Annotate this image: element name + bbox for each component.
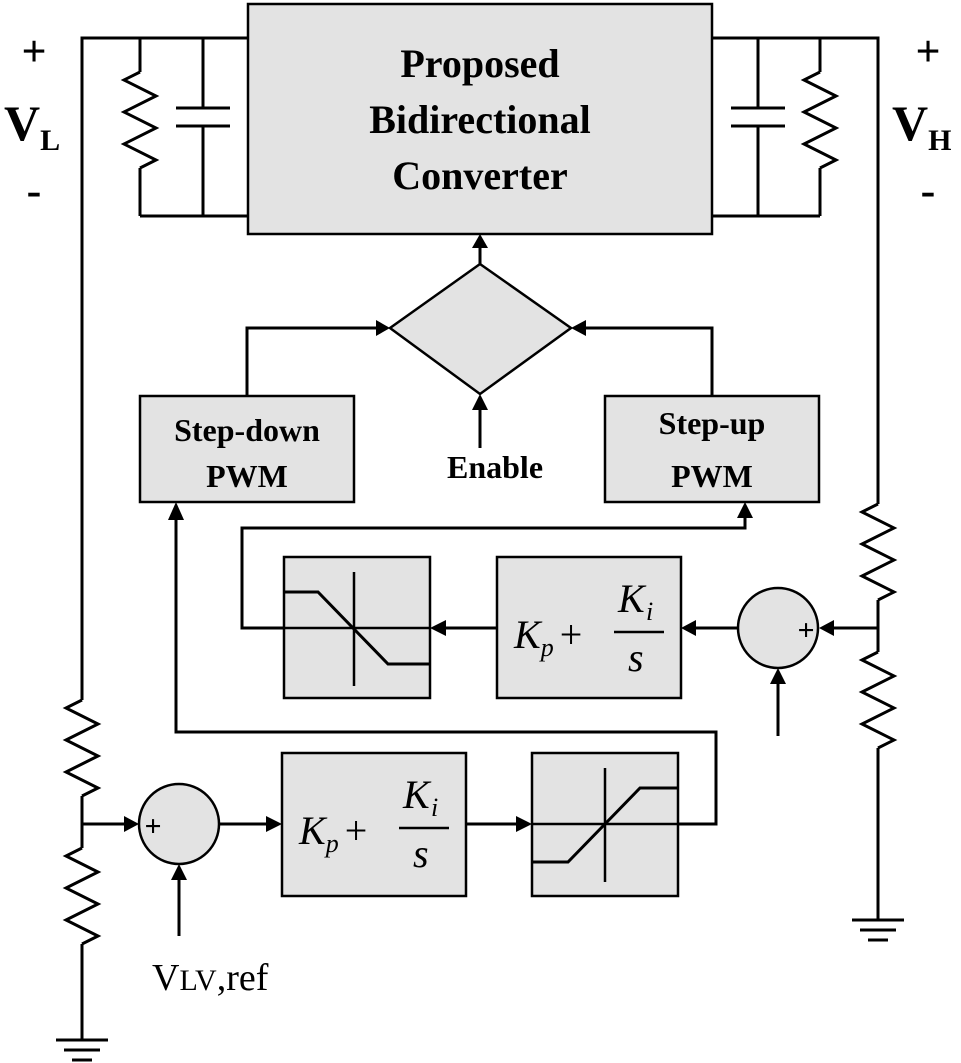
- upper-pi-ki: K: [617, 576, 647, 621]
- ground-icon: [852, 918, 904, 942]
- upper-pi-s: s: [628, 635, 644, 680]
- reference-label: VLV,ref: [152, 957, 269, 999]
- resistor-icon: [120, 70, 160, 170]
- logic-diamond-icon: [387, 234, 574, 396]
- converter-title-line-1: Proposed: [400, 41, 559, 86]
- step-up-line-1: Step-up: [659, 405, 766, 441]
- enable-input: Enable: [447, 394, 543, 485]
- enable-label: Enable: [447, 449, 543, 485]
- lower-pi-ki-sub: i: [431, 793, 438, 822]
- summing-junction-icon: +: [137, 782, 221, 866]
- resistor-icon: [800, 70, 840, 170]
- lower-pi-expression: Kp+: [298, 808, 367, 858]
- lower-pi-controller-block[interactable]: Kp+ K i s: [280, 751, 468, 898]
- capacitor-icon: [731, 106, 785, 128]
- step-up-line-2: PWM: [671, 458, 753, 494]
- converter-block[interactable]: Proposed Bidirectional Converter: [246, 2, 714, 236]
- upper-pi-ki-sub: i: [646, 597, 653, 626]
- saturation-limiter-icon[interactable]: [530, 751, 680, 898]
- lower-pi-s: s: [413, 831, 429, 876]
- upper-sum-plus: +: [797, 614, 814, 647]
- low-side-label: VL: [4, 95, 60, 157]
- high-side-minus: -: [921, 166, 936, 215]
- resistor-icon: [858, 502, 898, 602]
- summing-junction-icon: +: [736, 586, 820, 670]
- capacitor-icon: [176, 106, 230, 128]
- lower-pi-ki: K: [402, 772, 432, 817]
- step-down-line-2: PWM: [206, 458, 288, 494]
- low-voltage-port: + VL -: [4, 27, 248, 700]
- low-side-plus: +: [21, 27, 46, 76]
- converter-title-line-3: Converter: [392, 153, 567, 198]
- resistor-icon: [858, 650, 898, 750]
- upper-pi-controller-block[interactable]: Kp+ K i s: [495, 555, 683, 700]
- upper-pi-expression: Kp+: [513, 612, 582, 662]
- high-voltage-port: + VH -: [712, 27, 951, 504]
- step-down-pwm-block[interactable]: Step-down PWM: [138, 394, 356, 504]
- ground-icon: [56, 1038, 108, 1062]
- high-side-plus: +: [915, 27, 940, 76]
- high-side-label: VH: [892, 95, 951, 157]
- lower-sum-plus: +: [144, 810, 161, 843]
- resistor-icon: [62, 846, 102, 946]
- saturation-limiter-icon[interactable]: [282, 555, 432, 700]
- low-side-minus: -: [27, 166, 42, 215]
- step-up-pwm-block[interactable]: Step-up PWM: [603, 394, 821, 504]
- converter-title-line-2: Bidirectional: [369, 97, 590, 142]
- step-down-line-1: Step-down: [174, 412, 320, 448]
- resistor-icon: [62, 698, 102, 798]
